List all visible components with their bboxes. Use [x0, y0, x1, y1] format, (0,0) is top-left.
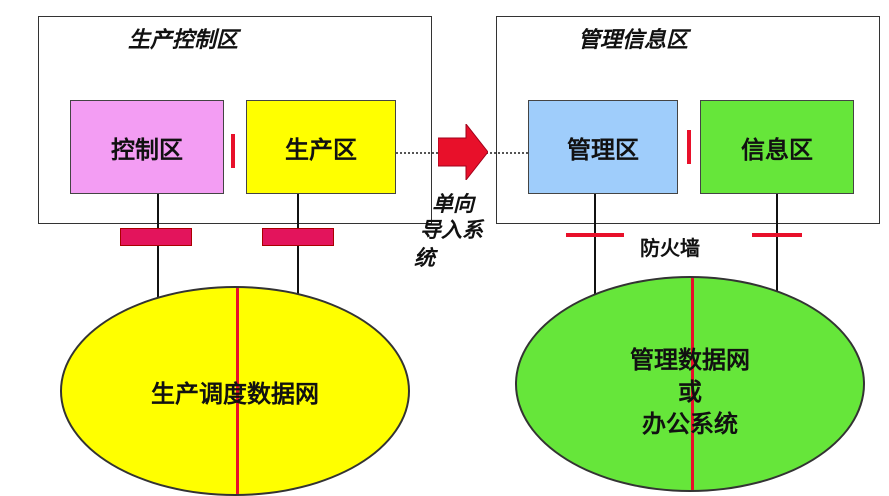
info-area-box: 信息区: [700, 100, 854, 194]
control-link-line: [157, 194, 159, 298]
management-network-label-line1: 管理数据网: [630, 346, 750, 374]
info-area-label: 信息区: [741, 135, 813, 164]
connector-label-line2: 导入系: [420, 218, 483, 242]
production-gateway-device: [262, 228, 334, 246]
connector-label-line1: 单向: [432, 192, 474, 216]
connector-dotted-right: [486, 152, 528, 154]
info-link-line: [776, 194, 778, 300]
management-firewall-mark: [566, 233, 624, 237]
connector-label-line3: 统: [414, 246, 435, 270]
production-network-split-line: [236, 288, 239, 494]
production-control-zone-title: 生产控制区: [128, 27, 239, 53]
control-production-separator: [231, 134, 235, 168]
management-network-label-line3: 办公系统: [642, 410, 738, 438]
production-area-label: 生产区: [285, 135, 357, 164]
production-network-label: 生产调度数据网: [151, 380, 319, 408]
connector-dotted-left: [396, 152, 438, 154]
management-info-zone-title: 管理信息区: [578, 27, 689, 53]
control-area-box: 控制区: [70, 100, 224, 194]
management-link-line: [594, 194, 596, 300]
control-area-label: 控制区: [111, 135, 183, 164]
management-data-network: 管理数据网 或 办公系统: [515, 276, 865, 492]
production-dispatch-network: 生产调度数据网: [60, 286, 410, 496]
production-link-line: [297, 194, 299, 298]
management-network-split-line: [691, 278, 694, 490]
management-info-separator: [687, 130, 691, 164]
control-gateway-device: [120, 228, 192, 246]
diagram-canvas: 生产控制区 控制区 生产区 管理信息区 管理区 信息区 单向 导入系 统 防火墙…: [38, 16, 880, 496]
management-area-box: 管理区: [528, 100, 678, 194]
info-firewall-mark: [752, 233, 802, 237]
firewall-label: 防火墙: [640, 236, 700, 260]
management-area-label: 管理区: [567, 135, 639, 164]
production-area-box: 生产区: [246, 100, 396, 194]
management-network-label-line2: 或: [678, 378, 702, 406]
one-way-arrow-icon: [438, 124, 488, 180]
